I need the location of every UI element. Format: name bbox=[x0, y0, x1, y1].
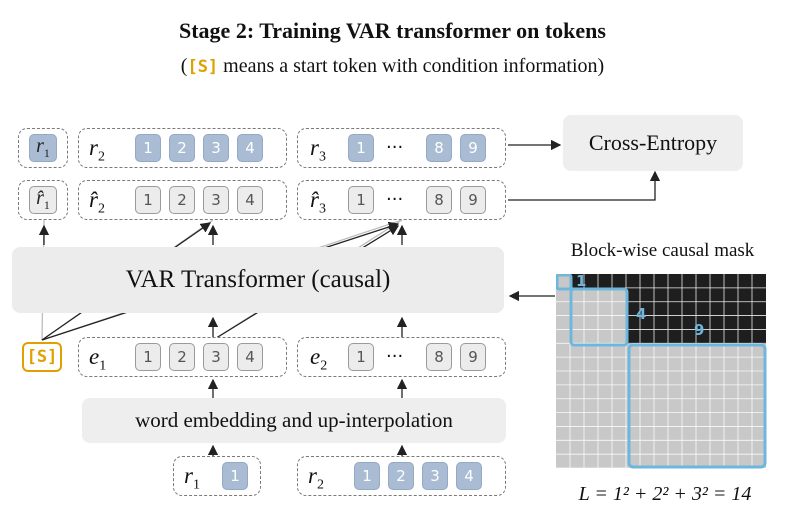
ellipsis: ··· bbox=[386, 346, 404, 367]
token-cell: 4 bbox=[237, 186, 263, 214]
target-group-r2: r2 1 2 3 4 bbox=[78, 128, 287, 168]
subtitle-text: means a start token with condition infor… bbox=[218, 55, 605, 77]
label-bottom-r1: r1 bbox=[184, 463, 200, 493]
token-cell: 1 bbox=[348, 134, 374, 162]
cross-entropy-box: Cross-Entropy bbox=[563, 115, 743, 171]
mask-block-label: 1 bbox=[576, 274, 586, 290]
target-group-r3: r3 1 ··· 8 9 bbox=[297, 128, 506, 168]
token-cell: 8 bbox=[426, 343, 452, 371]
token-cell: 1 bbox=[348, 186, 374, 214]
token-cell: 3 bbox=[422, 462, 448, 490]
token-cell: 1 bbox=[354, 462, 380, 490]
label-e2: e2 bbox=[310, 344, 328, 374]
token-cell: 3 bbox=[203, 134, 229, 162]
token-cell: 1 bbox=[135, 134, 161, 162]
token-r1: r1 bbox=[29, 134, 57, 162]
mask-block-label: 4 bbox=[636, 305, 646, 323]
token-cell: 2 bbox=[169, 134, 195, 162]
start-token: [S] bbox=[22, 342, 62, 372]
mask-formula: L = 1² + 2² + 3² = 14 bbox=[578, 483, 752, 505]
token-cell: 3 bbox=[203, 186, 229, 214]
var-transformer-box: VAR Transformer (causal) bbox=[12, 247, 504, 313]
token-cell: 2 bbox=[169, 186, 195, 214]
label-bottom-r2: r2 bbox=[308, 463, 324, 493]
pred-group-r2: r̂2 1 2 3 4 bbox=[78, 180, 287, 220]
embedding-box: word embedding and up-interpolation bbox=[82, 398, 506, 443]
token-cell: 4 bbox=[237, 343, 263, 371]
token-cell: 9 bbox=[460, 134, 486, 162]
token-cell: 1 bbox=[135, 186, 161, 214]
subtitle-open: ( bbox=[180, 55, 188, 77]
token-cell: 4 bbox=[456, 462, 482, 490]
token-cell: 1 bbox=[222, 462, 248, 490]
pred-group-r1: r̂1 bbox=[18, 180, 68, 220]
token-cell: 1 bbox=[135, 343, 161, 371]
token-cell: 8 bbox=[426, 186, 452, 214]
mask-block-label: 9 bbox=[694, 321, 704, 339]
ellipsis: ··· bbox=[386, 137, 404, 158]
input-group-e2: e2 1 ··· 8 9 bbox=[297, 337, 506, 377]
block-causal-mask: 1 4 9 bbox=[556, 274, 767, 469]
ellipsis: ··· bbox=[386, 189, 404, 210]
token-cell: 9 bbox=[460, 186, 486, 214]
input-group-e1: e1 1 2 3 4 bbox=[78, 337, 287, 377]
label-r3: r3 bbox=[310, 135, 326, 165]
label-e1: e1 bbox=[89, 344, 107, 374]
token-cell: 2 bbox=[388, 462, 414, 490]
label-r2: r2 bbox=[89, 135, 105, 165]
label-r2-hat: r̂2 bbox=[89, 187, 105, 217]
token-cell: 4 bbox=[237, 134, 263, 162]
target-group-r1: r1 bbox=[18, 128, 68, 168]
pred-group-r3: r̂3 1 ··· 8 9 bbox=[297, 180, 506, 220]
token-cell: 1 bbox=[348, 343, 374, 371]
diagram-title: Stage 2: Training VAR transformer on tok… bbox=[179, 18, 606, 43]
mask-title: Block-wise causal mask bbox=[570, 240, 755, 261]
subtitle-start-token: [S] bbox=[187, 57, 219, 77]
label-r3-hat: r̂3 bbox=[310, 187, 326, 217]
token-cell: 8 bbox=[426, 134, 452, 162]
token-cell: 2 bbox=[169, 343, 195, 371]
bottom-group-r2: r2 1 2 3 4 bbox=[297, 456, 506, 496]
diagram-subtitle: ([S] means a start token with condition … bbox=[0, 55, 785, 78]
bottom-group-r1: r1 1 bbox=[173, 456, 261, 496]
token-r1-hat: r̂1 bbox=[29, 186, 57, 214]
token-cell: 3 bbox=[203, 343, 229, 371]
token-cell: 9 bbox=[460, 343, 486, 371]
